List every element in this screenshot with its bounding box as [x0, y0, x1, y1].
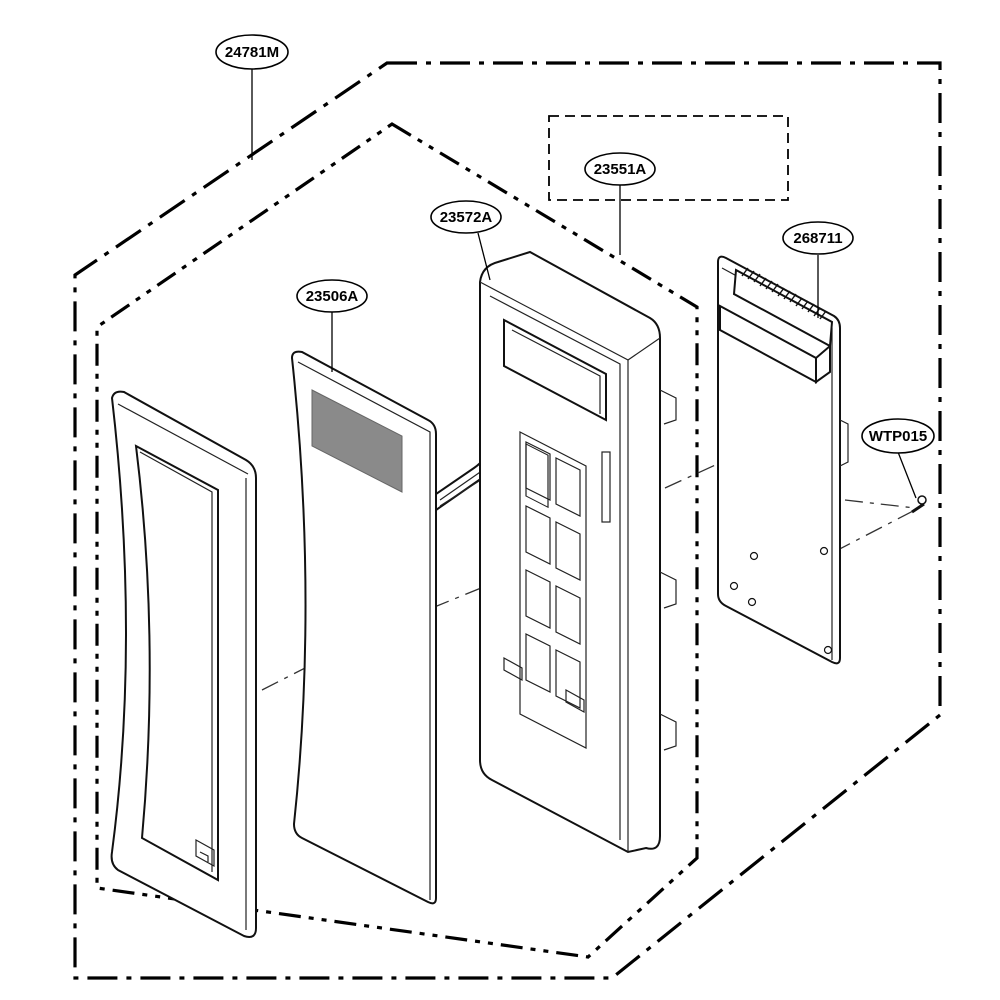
- callout-23572A-label: 23572A: [440, 209, 493, 226]
- callout-23572A: 23572A: [430, 200, 502, 234]
- callout-WTP015: WTP015: [861, 418, 935, 454]
- keypad-button-grid: [503, 431, 587, 749]
- circuit-board-part: [717, 255, 849, 665]
- callout-23506A-label: 23506A: [306, 288, 359, 305]
- screw-part: [911, 495, 927, 514]
- keypad-overlay-sheet-part: [290, 350, 502, 905]
- inner-assembly-boundary: [95, 122, 699, 959]
- display-window: [311, 389, 403, 493]
- callout-24781M-label: 24781M: [225, 44, 279, 61]
- mounting-holes: [729, 546, 833, 655]
- connector-pins: [741, 267, 827, 320]
- leader-WTP015: [897, 451, 917, 499]
- dashed-group-box: [548, 115, 789, 201]
- centerline-screw-a: [844, 499, 916, 509]
- outer-assembly-boundary: [73, 61, 942, 980]
- callout-268711-label: 268711: [793, 230, 842, 247]
- door-frame-part: [110, 390, 257, 938]
- callout-23506A: 23506A: [296, 279, 368, 313]
- callout-24781M: 24781M: [215, 34, 289, 70]
- callout-23551A-label: 23551A: [594, 161, 647, 178]
- leader-23572A: [477, 232, 491, 281]
- control-panel-housing-part: [479, 250, 677, 854]
- callout-23551A: 23551A: [584, 152, 656, 186]
- callout-WTP015-label: WTP015: [869, 428, 927, 445]
- callout-268711: 268711: [782, 221, 854, 255]
